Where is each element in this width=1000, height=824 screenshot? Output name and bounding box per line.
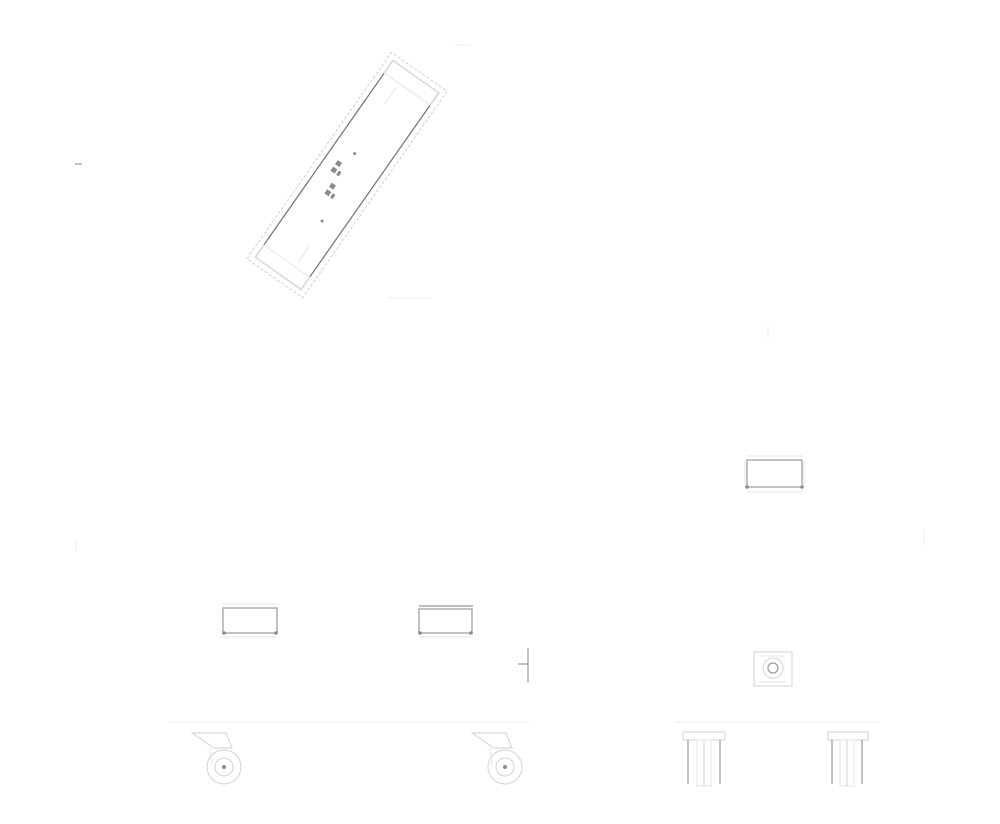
top-view-fastener-cluster-2 bbox=[324, 182, 336, 200]
front-view bbox=[170, 603, 530, 785]
top-view-plate bbox=[254, 59, 440, 291]
side-view-upper-block bbox=[744, 455, 805, 493]
top-view-end-block-left bbox=[254, 244, 311, 291]
side-view-caster-left bbox=[682, 731, 726, 787]
side-view-swivel-plate bbox=[753, 651, 793, 687]
front-view-block-right bbox=[418, 605, 473, 638]
front-view-end-tick bbox=[518, 648, 529, 682]
top-view-slot-2 bbox=[384, 87, 397, 105]
top-view-slot-1 bbox=[297, 245, 310, 263]
top-view-hole-2 bbox=[320, 219, 324, 223]
front-view-block-left bbox=[222, 603, 278, 638]
top-view-outline-offset bbox=[246, 51, 448, 299]
side-view bbox=[675, 455, 880, 787]
top-view-fastener-cluster-1 bbox=[330, 160, 343, 177]
top-view-hole-1 bbox=[353, 152, 357, 156]
side-view-caster-right bbox=[827, 731, 869, 787]
front-view-caster-right bbox=[470, 732, 523, 785]
top-view bbox=[246, 51, 448, 299]
top-view-end-block-right bbox=[383, 59, 440, 106]
front-view-caster-left bbox=[190, 732, 242, 785]
